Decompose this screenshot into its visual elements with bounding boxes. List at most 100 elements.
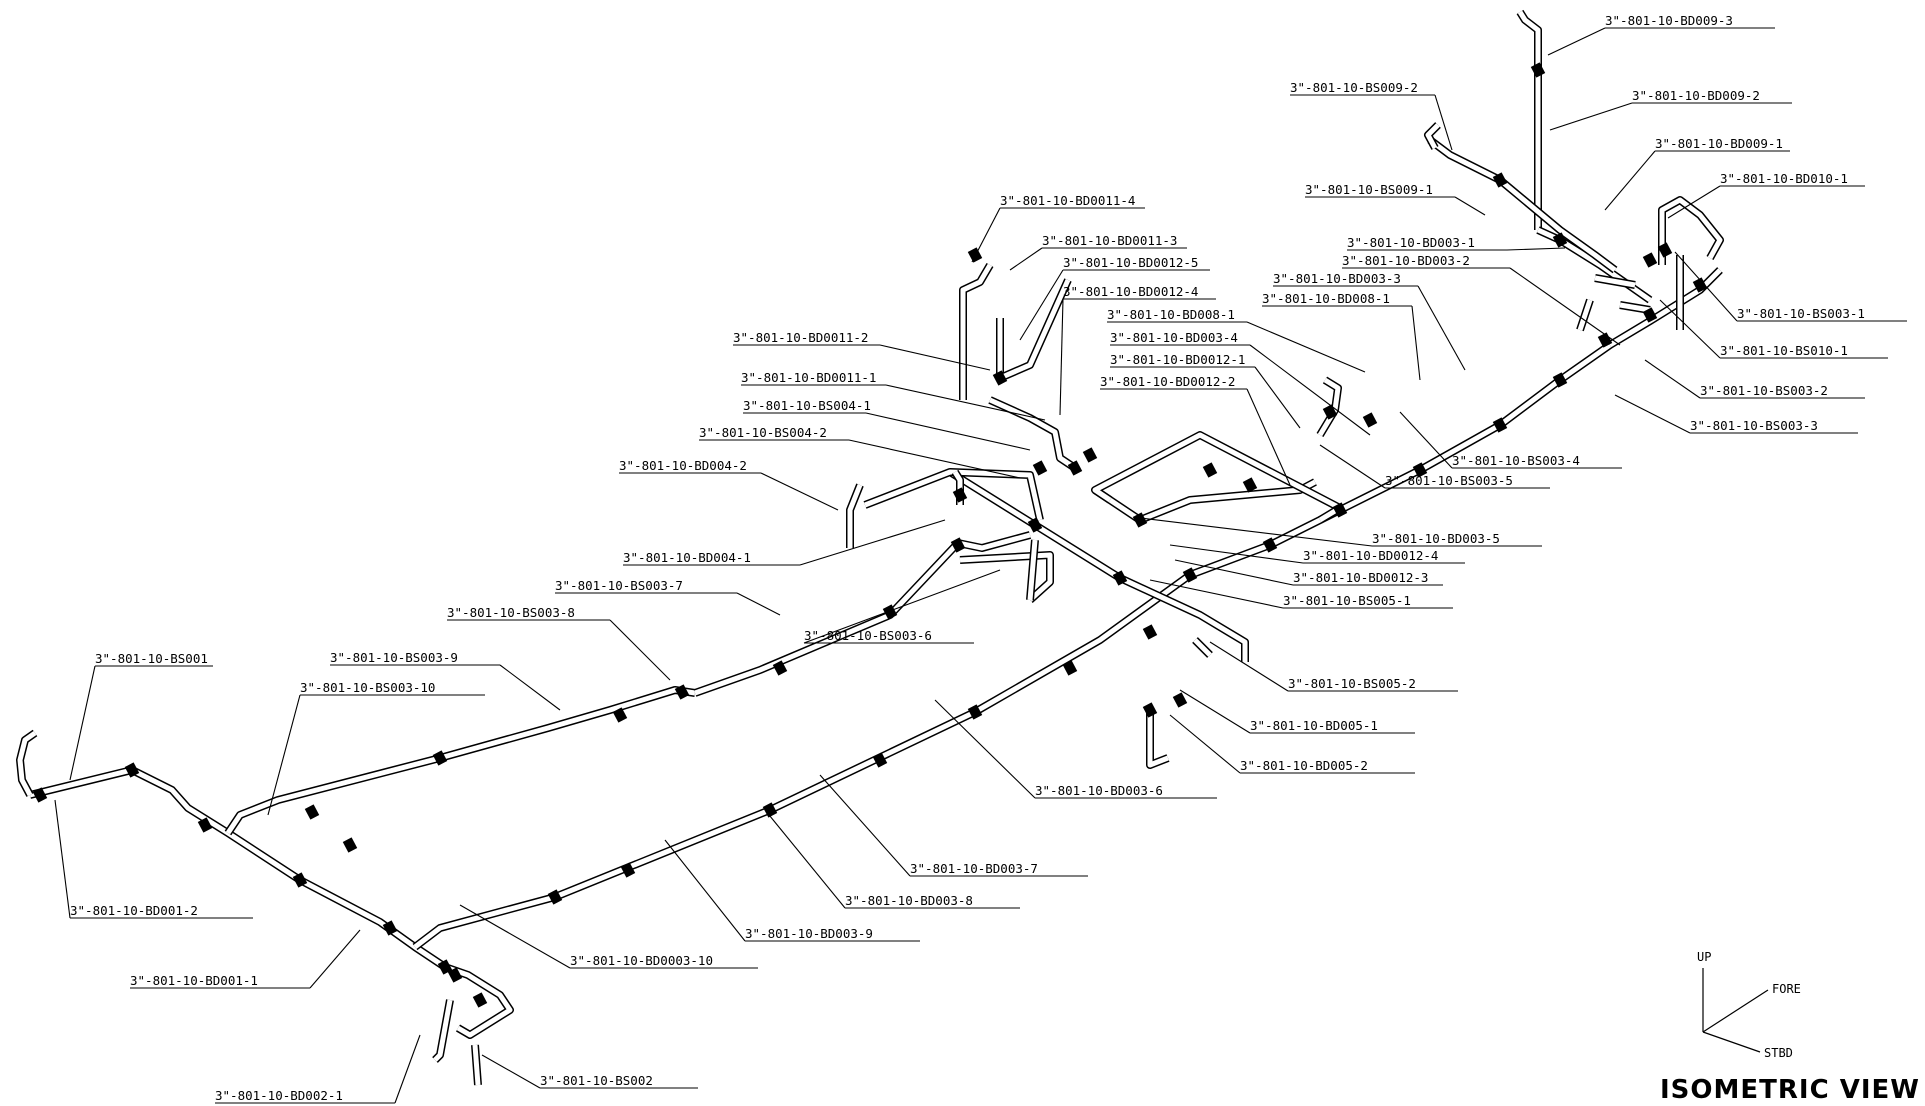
flange-fitting xyxy=(1552,232,1568,248)
callout-label: 3"-801-10-BS003-4 xyxy=(1452,453,1580,468)
callout-label: 3"-801-10-BD003-6 xyxy=(1035,783,1163,798)
flange-fitting xyxy=(1142,624,1158,640)
pipe-run-bore xyxy=(1193,638,1212,657)
callout-label: 3"-801-10-BD0011-1 xyxy=(741,370,876,385)
callout-leader-line xyxy=(481,1054,541,1089)
callout-label: 3"-801-10-BD0011-2 xyxy=(733,330,868,345)
callout-leader-line xyxy=(1614,394,1691,434)
callout-leader-line xyxy=(971,207,1001,263)
pipe-run-bore xyxy=(1659,197,1723,265)
flange-fitting xyxy=(620,862,636,878)
callout-label: 3"-801-10-BS001 xyxy=(95,651,208,666)
callout-leader-line xyxy=(54,799,71,919)
pipe-run-bore xyxy=(997,278,1071,381)
flange-fitting xyxy=(1552,372,1568,388)
axis-stbd-label: STBD xyxy=(1764,1046,1793,1060)
pipe-run xyxy=(996,278,1072,382)
pipe-run-bore xyxy=(988,397,1077,471)
orientation-indicator: UP FORE STBD xyxy=(1697,950,1801,1060)
pipe-run-bore xyxy=(1317,377,1341,437)
pipe-run-bore xyxy=(1027,539,1038,601)
callout-leader-line xyxy=(1506,247,1566,251)
callout-label: 3"-801-10-BS005-1 xyxy=(1283,593,1411,608)
callout-leader-line xyxy=(848,439,1021,479)
callout-leader-line xyxy=(1209,641,1289,692)
callout-label: 3"-801-10-BD0012-4 xyxy=(1303,548,1438,563)
callout-label: 3"-801-10-BS009-2 xyxy=(1290,80,1418,95)
pipe-run-bore xyxy=(225,687,696,835)
callout-leader-line xyxy=(1254,366,1301,429)
callout-label: 3"-801-10-BD004-2 xyxy=(619,458,747,473)
flange-fitting xyxy=(1642,307,1658,323)
pipe-run-bore xyxy=(1517,10,1541,230)
callout-leader-line xyxy=(1179,689,1251,734)
flange-fitting xyxy=(1262,537,1278,553)
pipe-run-bore xyxy=(1428,138,1617,272)
pipe-run xyxy=(224,686,696,836)
flange-fitting xyxy=(1332,502,1348,518)
callout-leader-line xyxy=(1059,298,1064,416)
pipe-run-bore xyxy=(1092,432,1343,523)
flange-fitting xyxy=(437,959,453,975)
flange-fitting xyxy=(1692,277,1708,293)
flange-fitting xyxy=(1657,242,1673,258)
callout-label: 3"-801-10-BD003-2 xyxy=(1342,253,1470,268)
pipe-run xyxy=(412,571,1193,951)
flange-fitting xyxy=(1242,477,1258,493)
flange-fitting xyxy=(772,660,788,676)
axis-fore-label: FORE xyxy=(1772,982,1801,996)
callout-label: 3"-801-10-BD0011-4 xyxy=(1000,193,1135,208)
callout-label: 3"-801-10-BS003-9 xyxy=(330,650,458,665)
flange-fitting xyxy=(1597,332,1613,348)
callout-leader-line xyxy=(394,1034,421,1104)
callout-labels: 3"-801-10-BD009-3 3"-801-10-BS009-2 3"-801… xyxy=(70,13,1865,1103)
flange-fitting xyxy=(447,967,463,983)
callout-label: 3"-801-10-BD005-1 xyxy=(1250,718,1378,733)
callout-leader-line xyxy=(760,472,839,511)
callout-leader-line xyxy=(934,699,1036,799)
flange-fitting xyxy=(472,992,488,1008)
callout-leader-line xyxy=(1169,544,1304,564)
flange-fitting xyxy=(1530,62,1546,78)
callout-leader-line xyxy=(1674,251,1738,322)
callout-leader-line xyxy=(803,569,1001,644)
flange-fitting xyxy=(1082,447,1098,463)
pipe-run-bore xyxy=(960,263,993,400)
pipe-run-bore xyxy=(864,469,1043,521)
callout-label: 3"-801-10-BD002-1 xyxy=(215,1088,343,1103)
callout-label: 3"-801-10-BD003-7 xyxy=(910,861,1038,876)
callout-leader-line xyxy=(1174,559,1294,586)
callout-label: 3"-801-10-BD003-8 xyxy=(845,893,973,908)
callout-leader-line xyxy=(1319,444,1386,489)
flange-fitting xyxy=(674,684,690,700)
flange-fitting xyxy=(304,804,320,820)
callout-label: 3"-801-10-BS003-1 xyxy=(1737,306,1865,321)
flange-fitting xyxy=(1492,417,1508,433)
pipe-network xyxy=(16,9,1724,1086)
view-title: ISOMETRIC VIEW xyxy=(1660,1075,1920,1105)
flange-fitting xyxy=(1182,567,1198,583)
callout-leader-line xyxy=(69,665,96,781)
callout-leaders xyxy=(54,27,1907,1104)
callout-label: 3"-801-10-BD0011-3 xyxy=(1042,233,1177,248)
callout-label: 3"-801-10-BS005-2 xyxy=(1288,676,1416,691)
callout-label: 3"-801-10-BD008-1 xyxy=(1262,291,1390,306)
callout-label: 3"-801-10-BD009-3 xyxy=(1605,13,1733,28)
flange-fitting xyxy=(952,487,968,503)
callout-label: 3"-801-10-BD005-2 xyxy=(1240,758,1368,773)
callout-label: 3"-801-10-BD004-1 xyxy=(623,550,751,565)
callout-label: 3"-801-10-BS009-1 xyxy=(1305,182,1433,197)
callout-label: 3"-801-10-BS003-5 xyxy=(1385,473,1513,488)
callout-leader-line xyxy=(1249,344,1371,436)
flange-fitting xyxy=(432,750,448,766)
callout-label: 3"-801-10-BD003-3 xyxy=(1273,271,1401,286)
pipe-run-bore xyxy=(472,1044,481,1086)
flange-fitting xyxy=(1172,692,1188,708)
pipe-run-bore xyxy=(29,767,513,1038)
flange-fitting xyxy=(1027,517,1043,533)
flange-fitting xyxy=(1642,252,1658,268)
flange-fitting xyxy=(342,837,358,853)
callout-label: 3"-801-10-BS003-10 xyxy=(300,680,435,695)
callout-label: 3"-801-10-BD0003-10 xyxy=(570,953,713,968)
